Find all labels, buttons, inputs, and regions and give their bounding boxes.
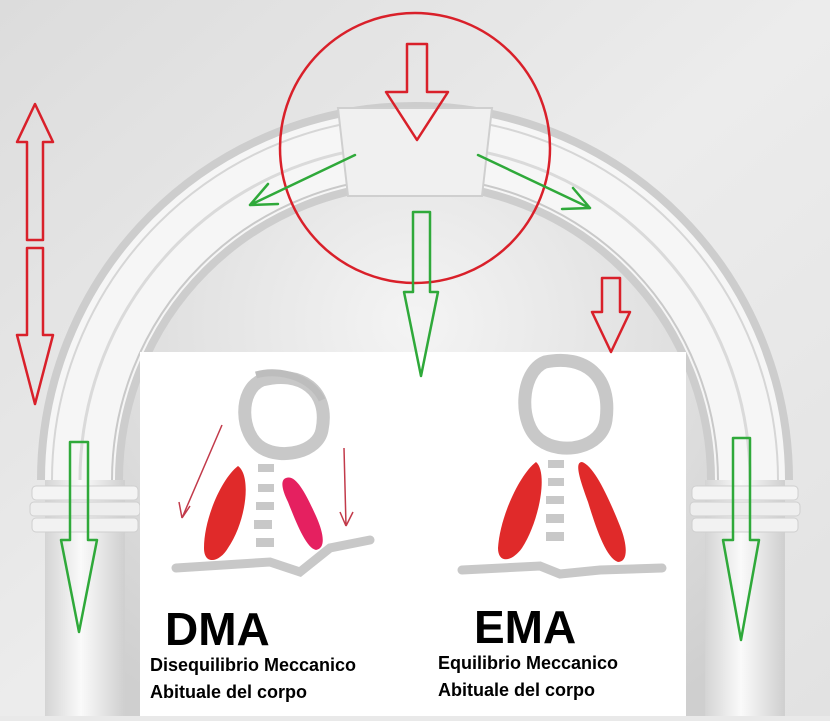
ema-vertebra bbox=[546, 532, 564, 541]
ema-shoulders bbox=[457, 561, 667, 579]
right-small-down-arrow bbox=[590, 276, 632, 354]
dma-shoulders bbox=[171, 535, 375, 578]
dma-left-pull-arrow bbox=[178, 424, 223, 519]
dma-subtitle-line2: Abituale del corpo bbox=[150, 682, 308, 702]
dma-vertebra bbox=[254, 520, 272, 529]
center-down-arrow bbox=[402, 210, 440, 378]
dma-vertebra bbox=[258, 484, 274, 492]
keystone-circle bbox=[278, 11, 552, 285]
dma-right-pull-arrow bbox=[339, 447, 354, 527]
dma-vertebra bbox=[256, 502, 274, 510]
ema-figure bbox=[457, 354, 667, 579]
ema-vertebra bbox=[546, 496, 564, 504]
dma-vertebra bbox=[256, 538, 274, 547]
dma-right-muscle bbox=[282, 477, 323, 550]
ema-subtitle-line1: Equilibrio Meccanico bbox=[438, 653, 619, 673]
ema-left-muscle bbox=[498, 462, 542, 560]
left-column-down-arrow bbox=[59, 440, 99, 634]
dma-subtitle-line1: Disequilibrio Meccanico bbox=[150, 655, 357, 675]
ema-vertebra bbox=[548, 478, 564, 486]
left-up-arrow bbox=[15, 102, 55, 242]
keystone-down-arrow bbox=[384, 42, 450, 142]
right-column-down-arrow bbox=[721, 436, 761, 642]
ema-title: EMA bbox=[474, 601, 577, 653]
dma-vertebra bbox=[258, 464, 274, 472]
dma-left-muscle bbox=[204, 466, 246, 561]
right-column bbox=[689, 480, 801, 716]
keystone-right-thrust-arrow bbox=[476, 153, 592, 211]
ema-vertebra bbox=[548, 460, 564, 468]
keystone-left-thrust-arrow bbox=[248, 153, 357, 207]
ema-subtitle-line2: Abituale del corpo bbox=[438, 680, 596, 700]
ema-head bbox=[518, 354, 614, 455]
keystone bbox=[336, 107, 494, 197]
dma-figure bbox=[171, 369, 375, 578]
dma-title: DMA bbox=[165, 603, 270, 655]
ema-right-muscle bbox=[578, 462, 626, 562]
ema-vertebra bbox=[546, 514, 564, 523]
left-down-arrow bbox=[15, 246, 55, 406]
